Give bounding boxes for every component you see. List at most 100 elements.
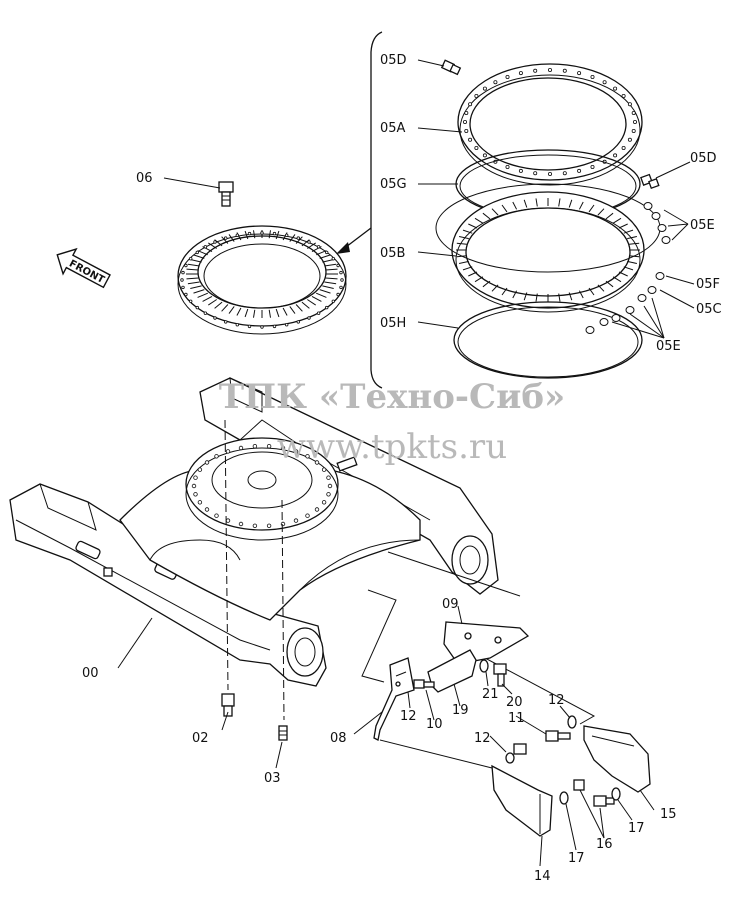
inset-arrow-head (336, 242, 350, 254)
inset-bracket (370, 31, 383, 389)
gear-tooth (253, 309, 256, 318)
bolt-hole (280, 445, 286, 451)
bolt-hole (326, 475, 331, 480)
bolt-hole (296, 320, 300, 324)
bolt-hole (188, 299, 193, 303)
gear-tooth (289, 234, 296, 242)
watermark-company: ТПК «Техно-Сиб» (219, 377, 566, 417)
bolt-20 (493, 663, 507, 687)
bolt-hole (272, 231, 277, 236)
bolt-hole (493, 80, 498, 85)
ball (585, 326, 595, 334)
ball (647, 286, 657, 294)
roller (597, 284, 605, 292)
label-17a: 17 (568, 851, 585, 866)
bolt-hole (462, 120, 467, 125)
gear-tooth (295, 236, 303, 244)
bolt-hole (181, 285, 185, 290)
bolt-hole (602, 80, 607, 85)
roller (512, 201, 518, 210)
roller (458, 260, 469, 264)
bolt-hole (631, 128, 636, 133)
gear-tooth (193, 254, 205, 259)
bolt-hole (336, 292, 340, 297)
bolt-hole (305, 454, 310, 459)
bolt-16-lower (593, 795, 615, 807)
bolt-hole (203, 311, 208, 315)
gear-tooth (319, 289, 331, 294)
bolt-hole (225, 449, 231, 454)
label-10: 10 (426, 717, 443, 732)
watermark-url: www.tpkts.ru (277, 427, 507, 467)
bolt-hole (266, 523, 272, 528)
ball (599, 318, 609, 326)
roller (468, 223, 478, 229)
bolt-hole (247, 231, 252, 236)
roller (474, 217, 484, 224)
roller (491, 208, 499, 216)
gear-tooth (186, 268, 199, 271)
label-00: 00 (82, 666, 99, 681)
grease-nipple-05D-right (640, 173, 660, 190)
roller (535, 198, 538, 207)
label-05D-right: 05D (690, 151, 717, 166)
gear-tooth (236, 307, 242, 316)
label-19: 19 (452, 703, 469, 718)
label-12b: 12 (548, 693, 565, 708)
roller (482, 212, 491, 220)
bolt-hole (293, 518, 299, 523)
bolt-hole (325, 305, 329, 310)
gear-tooth (186, 277, 199, 280)
roller (623, 229, 634, 234)
bolt-hole (247, 324, 252, 329)
gear-tooth (190, 285, 202, 289)
bolt-hole (321, 467, 327, 472)
grease-fitting-02 (221, 693, 235, 717)
gear-tooth (324, 281, 337, 285)
bolt-hole (296, 236, 300, 240)
bolt-hole (213, 316, 217, 320)
bolt-hole (203, 245, 208, 249)
roller (612, 276, 622, 283)
label-20: 20 (506, 695, 523, 710)
bolt-hole (590, 75, 595, 80)
gear-tooth (268, 230, 271, 239)
bolt-hole (223, 236, 228, 240)
small-balls-05E (585, 202, 671, 334)
washer-12-upper (567, 715, 577, 729)
gear-tooth (324, 263, 337, 267)
bolt-hole (188, 257, 193, 261)
leader-lines (117, 59, 695, 867)
ball (625, 306, 635, 314)
label-12c: 12 (474, 731, 491, 746)
bolt-hole (204, 460, 210, 465)
bolt-hole (468, 137, 473, 142)
plug-03 (278, 725, 288, 741)
washer-21 (479, 659, 489, 673)
roller (523, 199, 528, 208)
bolt-hole (631, 111, 636, 116)
roller (558, 293, 561, 302)
bolt-hole (225, 518, 231, 523)
bolt-hole (590, 164, 595, 169)
bolt-hole (235, 233, 239, 237)
bolt-hole (474, 94, 479, 99)
bolt-hole (293, 449, 299, 454)
gear-tooth (275, 308, 280, 318)
gear-tooth (316, 292, 327, 298)
bolt-hole (197, 467, 203, 472)
roller (568, 199, 573, 208)
gear-tooth (289, 306, 296, 314)
roller (597, 208, 605, 216)
bolt-hole (252, 523, 258, 528)
gear-tooth (208, 242, 217, 249)
roller (482, 280, 491, 288)
roller (618, 271, 628, 277)
roller (558, 198, 561, 207)
gear-tooth (307, 299, 316, 306)
roller (605, 280, 614, 288)
bolt-hole (474, 145, 479, 150)
gear-tooth (214, 301, 223, 309)
label-06: 06 (136, 171, 153, 186)
bolt-hole (252, 444, 258, 449)
